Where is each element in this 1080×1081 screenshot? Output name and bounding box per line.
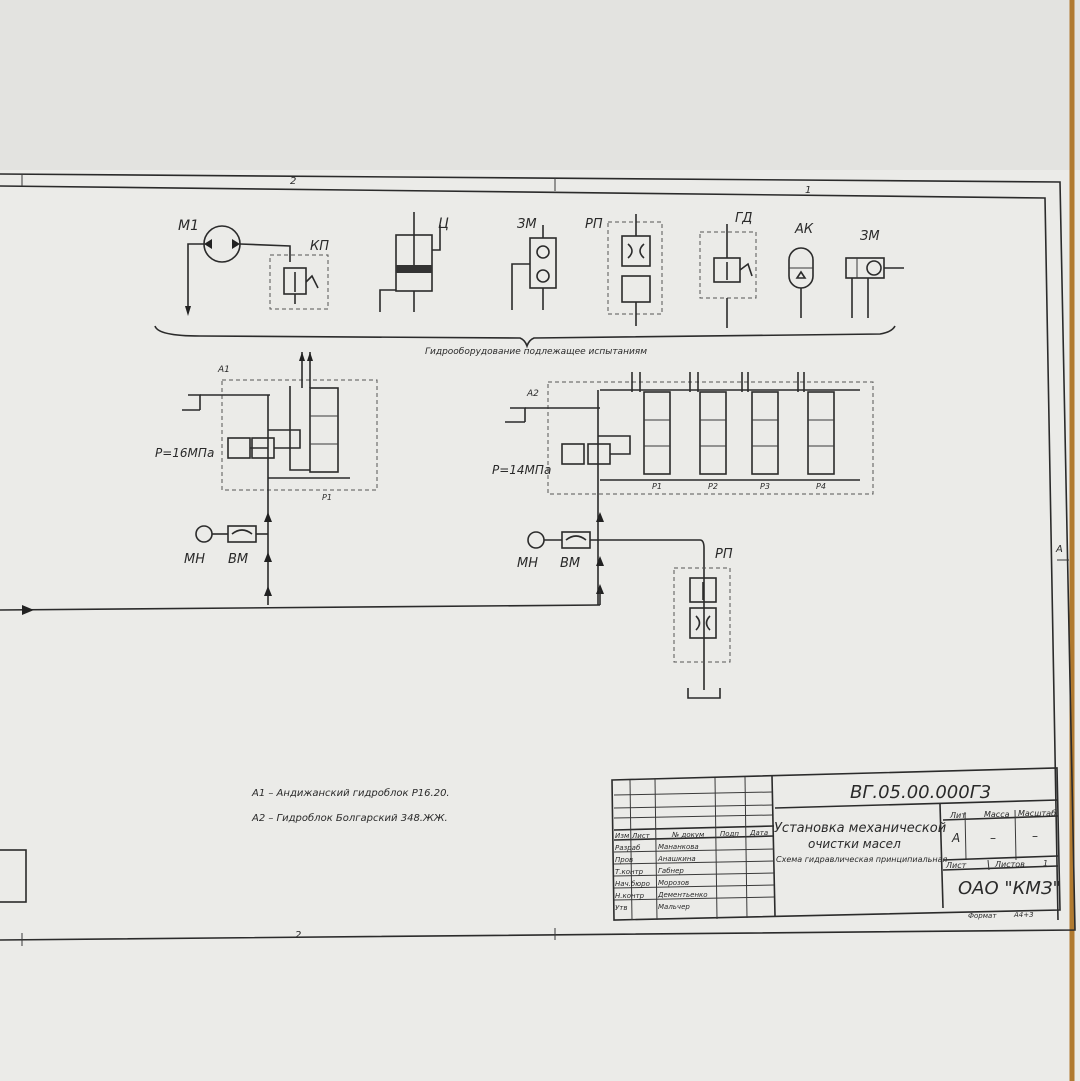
hydroblock-a2 — [505, 372, 874, 690]
legend-brace — [154, 325, 896, 349]
zm-check-valve-symbol — [511, 225, 557, 310]
label-p1-left: Р1 — [322, 493, 332, 502]
side-stamp-box — [0, 849, 27, 903]
rp-regulator-bottom — [673, 567, 731, 699]
section-p3 — [741, 372, 779, 475]
title-block — [611, 767, 1061, 921]
section-p4 — [797, 372, 835, 475]
label-mn-right: МН — [517, 556, 538, 571]
section-p1 — [631, 372, 671, 475]
label-vm-right: ВМ — [560, 556, 580, 571]
title-line-3: Схема гидравлическая принципиальная — [776, 855, 947, 864]
name-4: Дементьенко — [657, 891, 708, 899]
note-a1: А1 – Андижанский гидроблок Р16.20. — [251, 787, 450, 799]
label-a1: А1 — [217, 365, 230, 375]
label-kp: КП — [310, 239, 329, 254]
note-a2: А2 – Гидроблок Болгарский 348.ЖЖ. — [251, 812, 448, 824]
sheet-label: Лист — [945, 861, 967, 870]
hdr-sign: Подп — [720, 830, 739, 838]
label-p2: Р2 — [708, 482, 718, 491]
supply-line — [0, 590, 601, 615]
label-pressure-right: Р=14МПа — [492, 463, 551, 477]
kp-pressure-valve-symbol — [269, 254, 329, 310]
role-2: Т.контр — [615, 868, 644, 876]
label-p4: Р4 — [816, 482, 826, 491]
mass-value: – — [990, 831, 996, 845]
role-1: Пров — [615, 856, 633, 864]
label-mn-left: МН — [184, 552, 205, 567]
hdr-date: Дата — [749, 829, 768, 837]
format-label: Формат — [968, 912, 997, 920]
rp-flow-regulator-symbol — [607, 214, 663, 326]
label-m1: М1 — [178, 218, 199, 234]
document-code: ВГ.05.00.000Г3 — [850, 782, 991, 803]
hdr-doc: № докум — [671, 831, 705, 839]
label-rp-bottom: РП — [715, 547, 733, 562]
name-5: Мальчер — [658, 903, 690, 911]
title-line-1: Установка механической — [774, 821, 946, 836]
legend-caption: Гидрооборудование подлежащее испытаниям — [425, 347, 647, 357]
name-1: Анашкина — [657, 855, 696, 863]
name-3: Морозов — [658, 879, 689, 887]
sheets-value: 1 — [1043, 859, 1048, 868]
hydroblock-a1 — [182, 352, 378, 605]
role-5: Утв — [615, 904, 627, 912]
label-zm-1: ЗМ — [517, 217, 537, 232]
hdr-list: Лист — [631, 832, 651, 840]
col-lit: Лит — [949, 811, 966, 820]
name-2: Габнер — [658, 867, 684, 875]
zone-label-2-bottom: 2 — [295, 930, 301, 941]
col-scale: Масштаб — [1018, 809, 1056, 818]
name-0: Мананкова — [658, 843, 699, 851]
hdr-izm: Изм — [615, 832, 630, 840]
role-4: Н.контр — [615, 892, 645, 900]
label-ts: Ц — [438, 216, 449, 232]
label-vm-left: ВМ — [228, 552, 248, 567]
zm-solenoid-symbol — [845, 257, 904, 318]
role-3: Нач.бюро — [615, 880, 650, 888]
gd-valve-symbol — [699, 224, 757, 328]
label-a2: А2 — [526, 389, 539, 399]
title-line-2: очистки масел — [808, 837, 901, 851]
format-value: А4+3 — [1013, 911, 1034, 919]
label-rp-legend: РП — [585, 217, 603, 232]
label-ak: АК — [794, 222, 814, 237]
ak-accumulator-symbol — [788, 247, 814, 318]
role-0: Разраб — [615, 844, 641, 852]
zone-label-2-top: 2 — [290, 176, 296, 187]
organization: ОАО "КМЗ" — [958, 878, 1061, 899]
cylinder-ts-symbol — [379, 212, 441, 312]
zone-label-a-right: A — [1055, 544, 1063, 555]
sheets-label: Листов — [994, 860, 1025, 869]
drawing-frame — [0, 173, 1076, 946]
label-pressure-left: Р=16МПа — [155, 446, 214, 460]
col-mass: Масса — [984, 810, 1010, 819]
label-gd: ГД — [735, 211, 752, 226]
zone-label-1-top: 1 — [805, 185, 811, 196]
label-zm-2: ЗМ — [860, 229, 880, 244]
section-p2 — [689, 372, 727, 475]
label-p3: Р3 — [760, 482, 770, 491]
motor-m1-symbol — [185, 225, 291, 316]
scale-value: – — [1032, 829, 1038, 843]
lit-value: А — [951, 831, 960, 845]
label-p1: Р1 — [652, 482, 662, 491]
